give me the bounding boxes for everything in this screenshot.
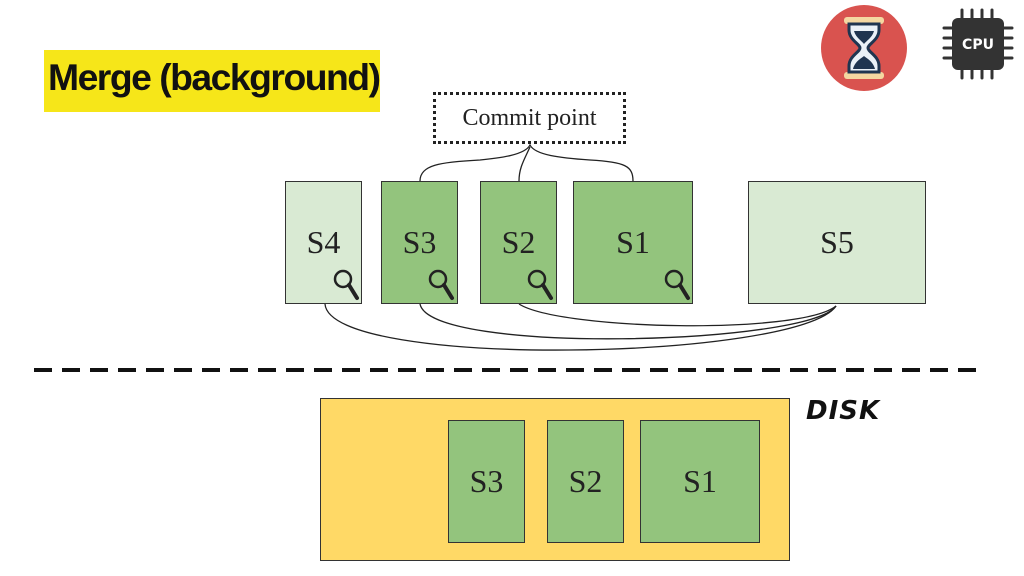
magnifier-icon	[428, 269, 454, 300]
commit-point-label: Commit point	[462, 104, 597, 131]
merge-line-s3	[419, 303, 837, 340]
segment-s1: S1	[573, 181, 693, 304]
segment-label: S4	[306, 224, 341, 260]
cpu-label: CPU	[962, 37, 994, 53]
magnifier-icon	[527, 269, 553, 300]
segment-s5: S5	[748, 181, 926, 304]
magnifier-icon	[664, 269, 690, 300]
segment-label: S3	[402, 224, 437, 260]
magnifier-icon	[333, 269, 359, 300]
segment-label: S2	[501, 224, 536, 260]
cpu-icon: CPU	[942, 8, 1014, 80]
segment-label: S3	[469, 463, 504, 499]
segment-label: S2	[568, 463, 603, 499]
commit-brace	[419, 143, 634, 182]
segment-label: S5	[820, 224, 854, 260]
segment-label: S1	[683, 463, 717, 499]
merge-line-s2	[518, 303, 837, 327]
commit-brace-mid	[518, 146, 531, 182]
page-title: Merge (background)	[44, 50, 381, 112]
segment-label: S1	[616, 224, 650, 260]
disk-segment-s2: S2	[547, 420, 624, 543]
merge-line-s4	[324, 303, 837, 351]
hourglass-icon	[821, 5, 907, 91]
disk-segment-s3: S3	[448, 420, 525, 543]
disk-segment-s1: S1	[640, 420, 760, 543]
disk-label: DISK	[806, 396, 881, 426]
commit-point-box: Commit point	[433, 92, 626, 144]
